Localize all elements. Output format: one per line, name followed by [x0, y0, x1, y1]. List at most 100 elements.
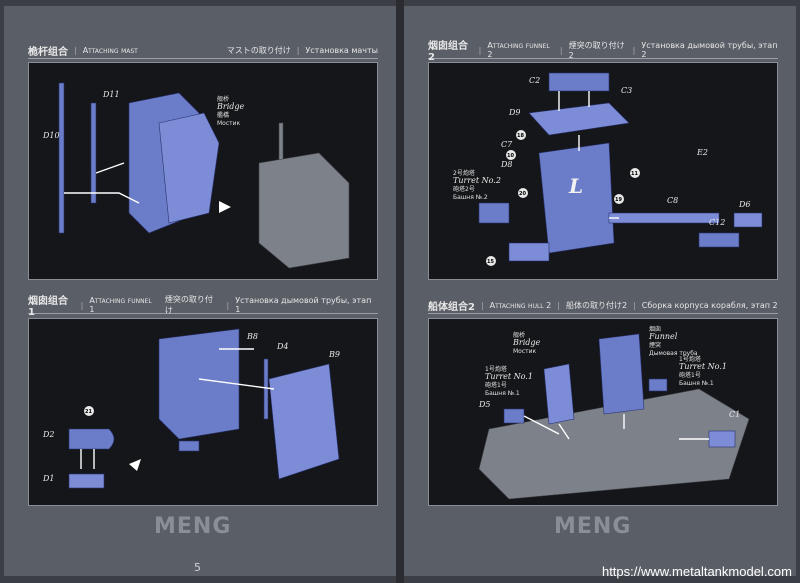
section-header-hull2: 船体组合2 | Attaching hull 2 | 船体の取り付け2 | Сб… [428, 297, 778, 314]
part-d4 [263, 358, 269, 420]
arrow-d1 [80, 449, 95, 469]
badge-20: 20 [519, 191, 526, 197]
label-bridge-en: Bridge [216, 102, 245, 111]
label-e2: E2 [696, 148, 708, 157]
badge-18-icon [516, 130, 526, 140]
section-title-en: Attaching funnel 2 [487, 41, 550, 59]
hull2-diagram: 舰桥 Bridge Мостик 烟囱 Funnel 煙突 Дымовая тр… [478, 325, 750, 500]
panel-mast: D10 D11 舰桥 Bridge 艦橋 Мостик [28, 62, 378, 280]
assembled-hull [478, 388, 750, 500]
section-title-en: Attaching funnel 1 [89, 296, 152, 314]
label-turret1-left-cn: 1号炮塔 [485, 365, 507, 373]
section-header-funnel1: 烟囱组合1 | Attaching funnel 1 煙突の取り付け | Уст… [28, 295, 378, 318]
mast-diagram: D10 D11 舰桥 Bridge 艦橋 Мостик [42, 82, 350, 269]
label-d6: D6 [738, 200, 751, 209]
label-d4: D4 [276, 342, 289, 351]
funnel2-diagram: L C2 C3 D9 C7 D8 C8 C12 D6 E2 2号炮塔 Turre… [453, 72, 763, 266]
section-title-cn: 烟囱组合2 [428, 41, 468, 63]
badge-10-icon [506, 150, 516, 160]
badge-20-icon [518, 188, 528, 198]
label-turret1-left-ru: Башня №.1 [485, 390, 520, 397]
label-bridge-cn: 舰桥 [217, 95, 229, 103]
label-turret2-cn: 2号炮塔 [453, 169, 475, 177]
label-turret1-left-jp: 砲塔1号 [485, 381, 507, 389]
section-title-en: Attaching hull 2 [489, 300, 552, 310]
label-d11: D11 [102, 90, 120, 99]
panel-funnel1: B8 D4 B9 D2 D1 21 [28, 318, 378, 506]
section-title-cn: 桅杆组合 [28, 46, 68, 58]
meng-logo: MENG [154, 514, 232, 539]
right-page: 烟囱组合2 | Attaching funnel 2 | 煙突の取り付け2 | … [404, 6, 796, 576]
label-turret2-en: Turret No.2 [453, 176, 501, 185]
badge-11: 11 [631, 171, 638, 177]
label-funnel-en: Funnel [648, 332, 678, 341]
part-small-block [178, 440, 200, 452]
arrow-d10 [64, 192, 140, 204]
label-l: L [568, 174, 583, 198]
left-page: 桅杆组合 | Attaching mast マストの取り付け | Установ… [4, 6, 396, 576]
label-d5: D5 [478, 400, 491, 409]
label-d1: D1 [42, 474, 55, 483]
part-bridge-side [158, 112, 220, 224]
section-title-jp: 煙突の取り付け2 [568, 41, 625, 60]
label-d2: D2 [42, 430, 55, 439]
label-turret1-right-cn: 1号炮塔 [679, 355, 701, 363]
label-bridge-en: Bridge [512, 338, 541, 347]
part-d10 [58, 82, 65, 234]
section-title-ru: Установка дымовой трубы, этап 2 [641, 41, 778, 59]
label-c12: C12 [709, 218, 725, 227]
arrow-b9 [198, 378, 275, 390]
badge-21: 21 [85, 409, 92, 415]
section-title-jp: 船体の取り付け2 [565, 300, 628, 310]
section-title-cn: 船体组合2 [428, 301, 475, 313]
label-bridge-ru: Мостик [513, 348, 537, 355]
badge-15-icon [486, 256, 496, 266]
part-c12 [698, 232, 740, 248]
part-base [508, 242, 550, 262]
label-funnel-cn: 烟囱 [649, 325, 661, 333]
label-bridge-ru: Мостик [217, 120, 241, 127]
part-turret1 [648, 378, 668, 392]
assembled-bridge [258, 152, 350, 269]
label-turret2-ru: Башня №.2 [453, 194, 488, 201]
part-d6 [733, 212, 763, 228]
funnel1-diagram: B8 D4 B9 D2 D1 21 [42, 328, 340, 489]
badge-18: 18 [517, 133, 524, 139]
label-d10: D10 [42, 131, 60, 140]
arrow-d5 [523, 415, 560, 435]
label-c2: C2 [529, 76, 540, 85]
label-turret1-right-ru: Башня №.1 [679, 380, 714, 387]
part-d11 [90, 102, 97, 204]
part-bridge [543, 363, 575, 425]
part-d5 [503, 408, 525, 424]
label-b9: B9 [328, 350, 340, 359]
section-title-en: Attaching mast [82, 45, 138, 55]
section-header-mast: 桅杆组合 | Attaching mast マストの取り付け | Установ… [28, 42, 378, 59]
label-turret2-jp: 砲塔2号 [453, 185, 475, 193]
part-d1 [68, 473, 105, 489]
part-c1 [708, 430, 736, 448]
label-c7: C7 [501, 140, 513, 149]
label-d9: D9 [508, 108, 521, 117]
badge-21-icon [84, 406, 94, 416]
part-funnel [538, 142, 615, 254]
section-title-ru: Установка дымовой трубы, этап 1 [235, 296, 372, 314]
badge-19-icon [614, 194, 624, 204]
label-c8: C8 [667, 196, 678, 205]
direction-arrow-icon [129, 459, 141, 471]
page-number: 5 [194, 561, 201, 574]
section-title-jp: 煙突の取り付け [164, 295, 213, 315]
arrow-d11 [95, 162, 125, 174]
badge-11-icon [630, 168, 640, 178]
part-d2 [68, 428, 115, 450]
label-turret1-right-jp: 砲塔1号 [679, 371, 701, 379]
section-title-jp: マストの取り付け [226, 45, 291, 55]
part-frame [158, 328, 240, 440]
section-title-ru: Установка мачты [305, 45, 378, 55]
part-d9 [528, 102, 630, 136]
label-funnel-jp: 煙突 [649, 341, 661, 349]
section-header-funnel2: 烟囱组合2 | Attaching funnel 2 | 煙突の取り付け2 | … [428, 41, 778, 63]
meng-logo: MENG [554, 514, 632, 539]
label-turret1-right-en: Turret No.1 [679, 362, 727, 371]
part-funnel [598, 333, 645, 415]
